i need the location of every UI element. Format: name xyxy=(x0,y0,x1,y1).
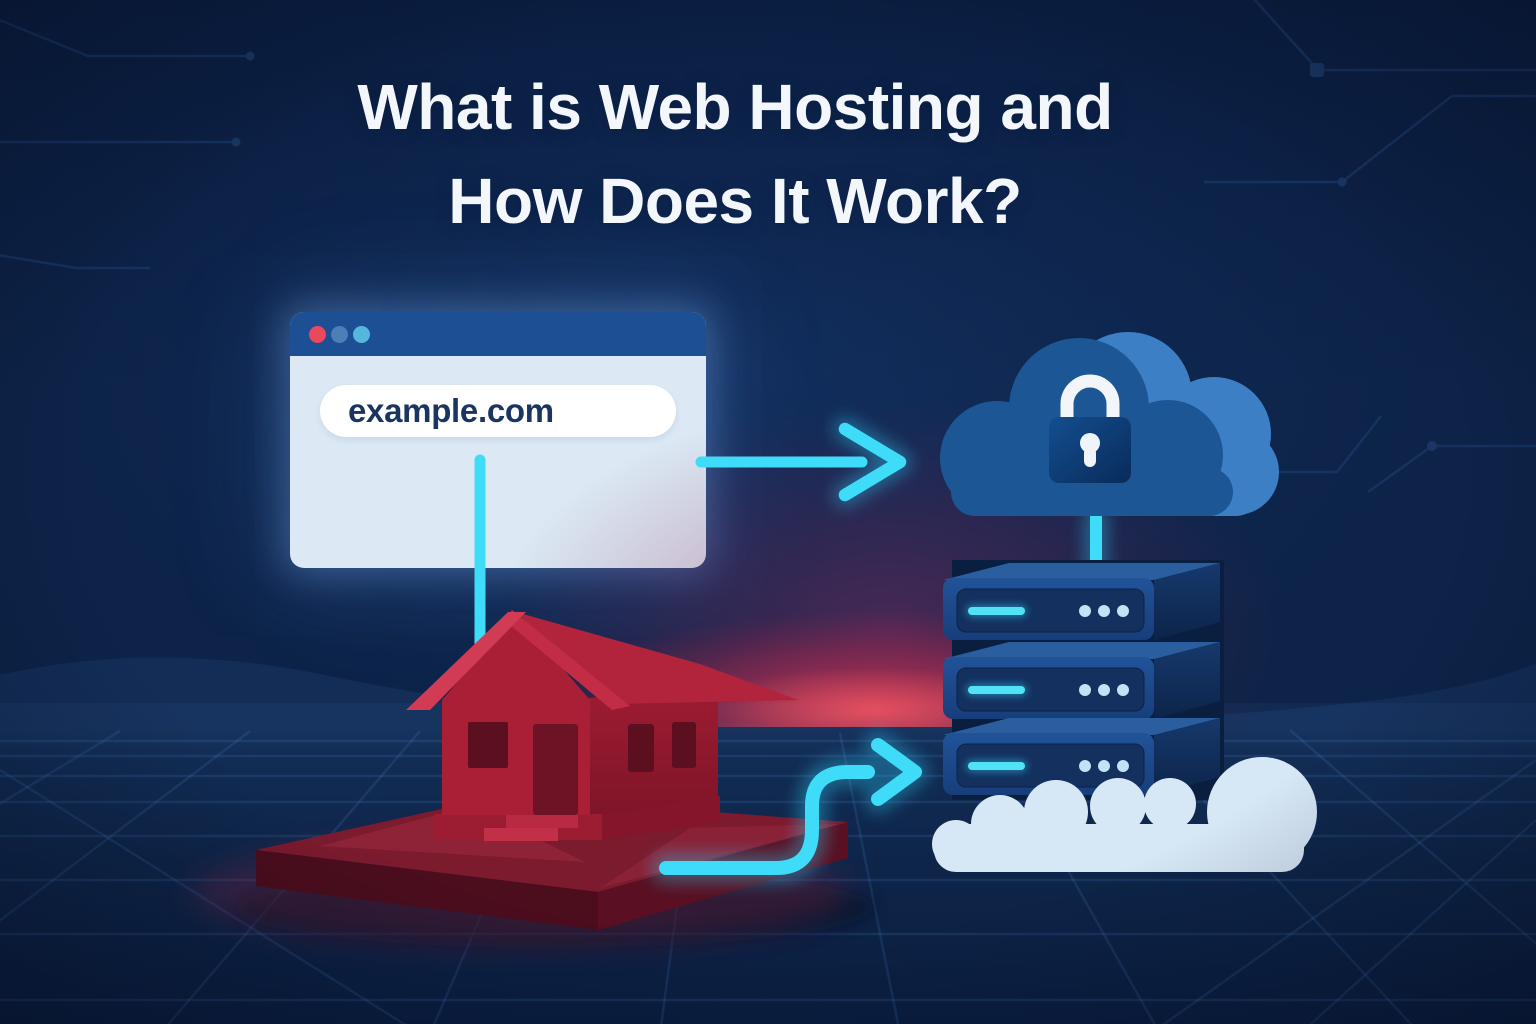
server-unit-1 xyxy=(943,563,1220,640)
step-lower xyxy=(484,828,558,841)
server-unit-2 xyxy=(943,642,1220,719)
secure-cloud-icon xyxy=(940,332,1279,516)
title-line-2: How Does It Work? xyxy=(448,165,1022,237)
server-led-icon xyxy=(968,607,1025,615)
side-window-2 xyxy=(672,722,696,768)
door xyxy=(533,724,578,815)
server-led-icon xyxy=(968,762,1025,770)
server-led-icon xyxy=(968,686,1025,694)
step-upper xyxy=(506,815,578,828)
title-line-1: What is Web Hosting and xyxy=(357,71,1113,143)
page-title: What is Web Hosting and How Does It Work… xyxy=(357,60,1113,248)
side-window-1 xyxy=(628,724,654,772)
server-stack xyxy=(943,560,1224,800)
front-window xyxy=(468,722,508,768)
